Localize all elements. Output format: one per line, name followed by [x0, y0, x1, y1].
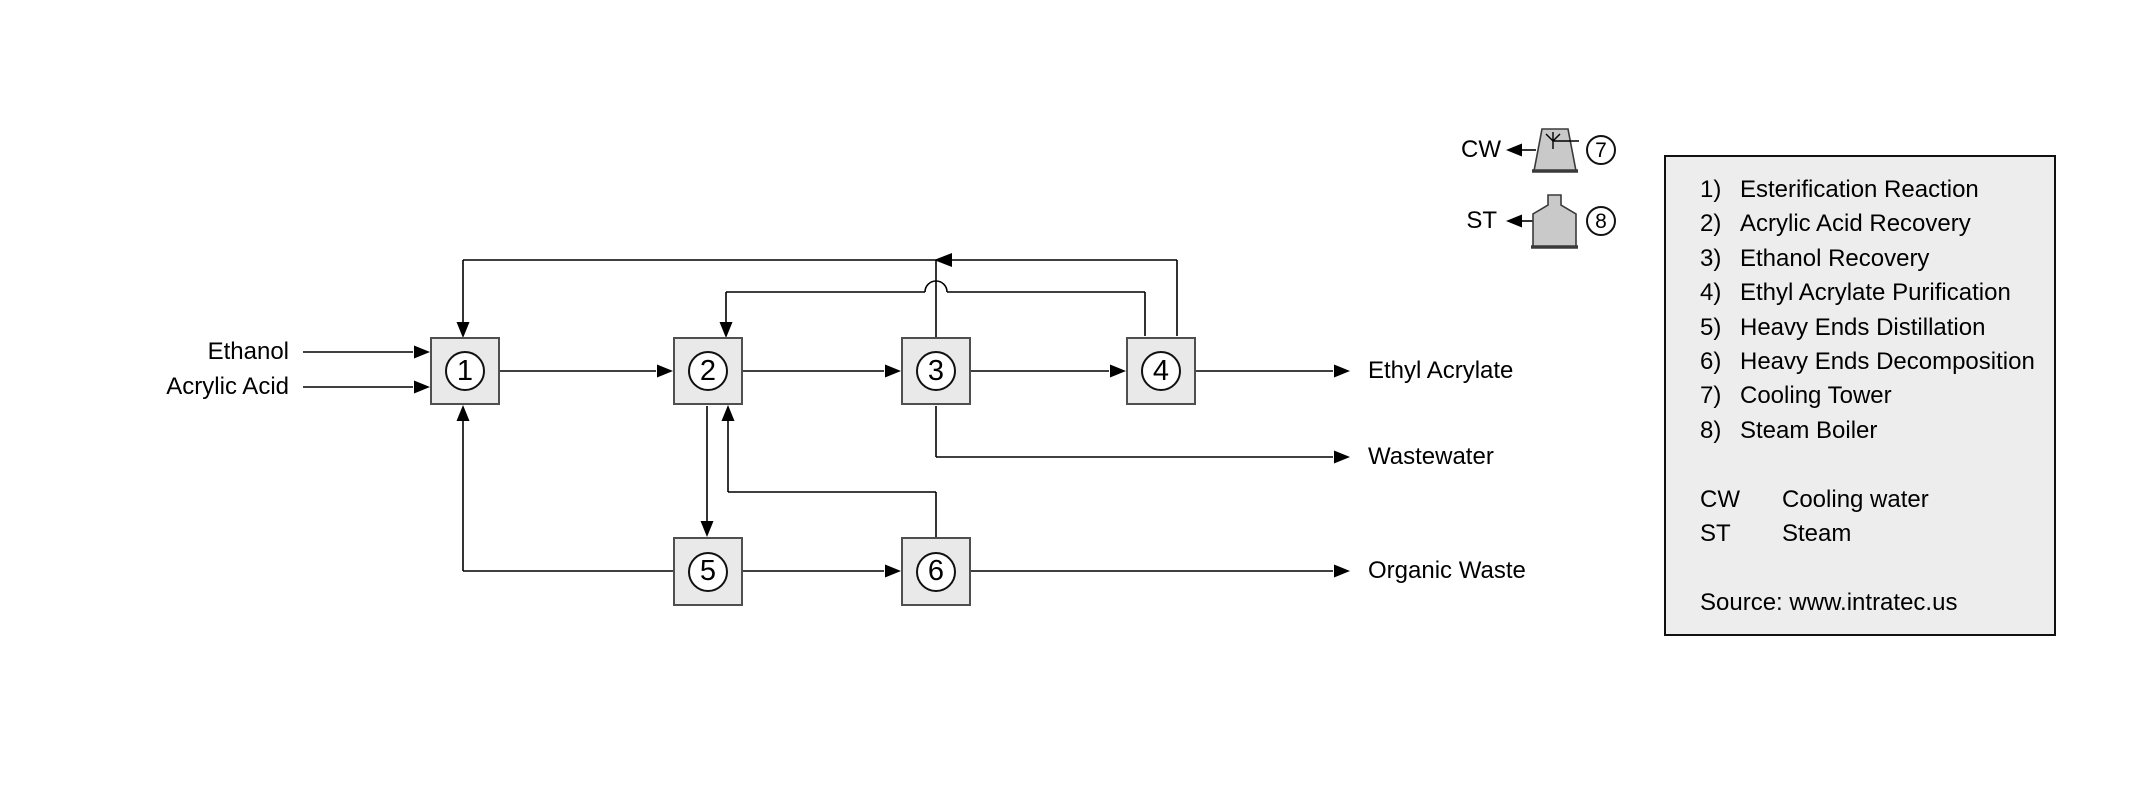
spray-glyph: [1545, 132, 1579, 149]
legend-item-number: 4): [1700, 279, 1722, 307]
utility-label-st: ST: [1466, 207, 1497, 234]
legend-item-number: 6): [1700, 347, 1722, 375]
legend-abbreviation-code: CW: [1700, 485, 1740, 513]
unit-block-1: 1: [430, 337, 500, 405]
unit-number-circle: 3: [916, 351, 956, 391]
legend-item-number: 2): [1700, 210, 1722, 238]
legend-box: 1) Esterification Reaction 2) Acrylic Acid…: [1664, 155, 2056, 636]
flow-lines: [303, 149, 1536, 572]
utility-number-circle-7: 7: [1586, 135, 1616, 165]
legend-spacer: [1700, 448, 2054, 482]
legend-item: 2) Acrylic Acid Recovery: [1700, 207, 2054, 241]
unit-block-4: 4: [1126, 337, 1196, 405]
unit-number-circle: 6: [916, 551, 956, 592]
legend-item-label: Acrylic Acid Recovery: [1740, 210, 1971, 238]
product-label-wastewater: Wastewater: [1368, 443, 1494, 470]
legend-item-label: Cooling Tower: [1740, 382, 1892, 410]
unit-number-circle: 4: [1141, 351, 1181, 391]
legend-item-number: 1): [1700, 176, 1722, 203]
product-label-organic-waste: Organic Waste: [1368, 557, 1526, 584]
unit-block-2: 2: [673, 337, 743, 405]
legend-content: 1) Esterification Reaction 2) Acrylic Acid…: [1666, 157, 2054, 620]
legend-item: 6) Heavy Ends Decomposition: [1700, 345, 2054, 379]
legend-item-label: Heavy Ends Distillation: [1740, 313, 1986, 341]
utility-label-cw: CW: [1461, 136, 1501, 163]
legend-spacer: [1700, 551, 2054, 585]
legend-abbreviation-code: ST: [1700, 519, 1731, 547]
unit-block-3: 3: [901, 337, 971, 405]
legend-item: 5) Heavy Ends Distillation: [1700, 311, 2054, 345]
product-label-ethyl-acrylate: Ethyl Acrylate: [1368, 357, 1514, 384]
unit-number-circle: 5: [688, 551, 728, 592]
legend-abbreviation-label: Cooling water: [1782, 485, 1929, 513]
legend-item: 3) Ethanol Recovery: [1700, 242, 2054, 276]
flow-arrowheads: [414, 143, 1522, 578]
legend-item-label: Ethyl Acrylate Purification: [1740, 279, 2011, 307]
steam-boiler-icon: [1531, 194, 1578, 249]
cooling-tower-icon: [1532, 128, 1579, 173]
legend-item-label: Esterification Reaction: [1740, 176, 1979, 203]
legend-item-label: Ethanol Recovery: [1740, 244, 1930, 272]
unit-block-5: 5: [673, 537, 743, 606]
legend-item: 1) Esterification Reaction: [1700, 173, 2054, 207]
legend-item-number: 3): [1700, 244, 1722, 272]
feed-label-ethanol: Ethanol: [207, 338, 289, 365]
legend-abbreviation: CW Cooling water: [1700, 483, 2054, 517]
legend-abbreviation-label: Steam: [1782, 519, 1852, 547]
legend-item-number: 5): [1700, 313, 1722, 341]
utility-number-circle-8: 8: [1586, 206, 1616, 236]
legend-item: 8) Steam Boiler: [1700, 414, 2054, 448]
legend-item-label: Steam Boiler: [1740, 416, 1878, 444]
unit-number-circle: 2: [688, 351, 728, 391]
legend-abbreviation: ST Steam: [1700, 517, 2054, 551]
legend-item: 4) Ethyl Acrylate Purification: [1700, 276, 2054, 310]
legend-source: Source: www.intratec.us: [1700, 588, 1958, 616]
unit-block-6: 6: [901, 537, 971, 606]
legend-item-label: Heavy Ends Decomposition: [1740, 347, 2035, 375]
legend-item-number: 7): [1700, 382, 1722, 410]
feed-label-acrylic-acid: Acrylic Acid: [166, 373, 289, 400]
unit-number-circle: 1: [445, 351, 485, 391]
legend-item-number: 8): [1700, 416, 1722, 444]
legend-item: 7) Cooling Tower: [1700, 379, 2054, 413]
